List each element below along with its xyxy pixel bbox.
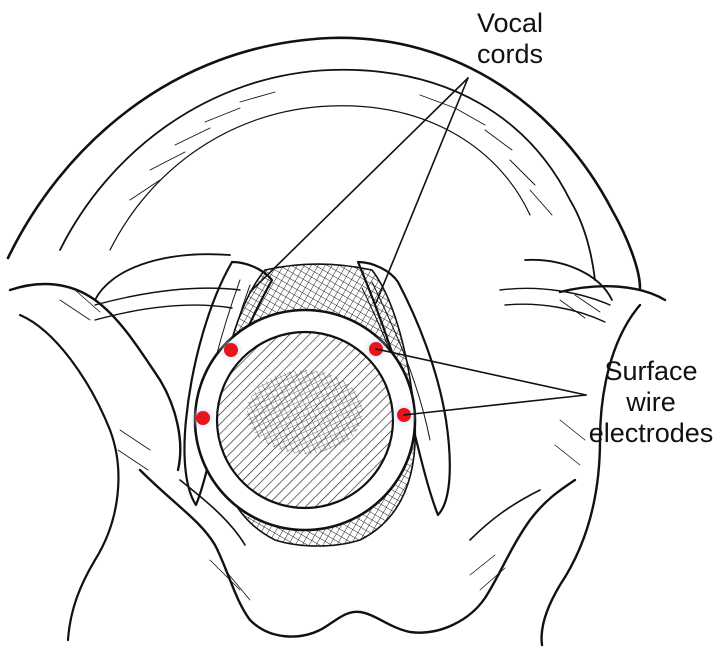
electrodes-leader-lower: [404, 395, 586, 415]
electrode-dot: [224, 343, 238, 357]
electrodes-label-line1: Surface: [586, 356, 716, 387]
surface-wire-electrodes-label: Surface wire electrodes: [586, 356, 716, 449]
vocal-cords-leader-right: [376, 78, 468, 303]
vocal-cords-label-line2: cords: [455, 39, 565, 70]
electrodes-label-line2: wire: [586, 387, 716, 418]
epiglottis-arch: [8, 38, 640, 288]
vocal-cords-label-line1: Vocal: [455, 8, 565, 39]
electrode-dot: [196, 411, 210, 425]
vocal-cords-leader-left: [250, 78, 468, 292]
vocal-cords-label: Vocal cords: [455, 8, 565, 70]
electrodes-label-line3: electrodes: [586, 418, 716, 449]
